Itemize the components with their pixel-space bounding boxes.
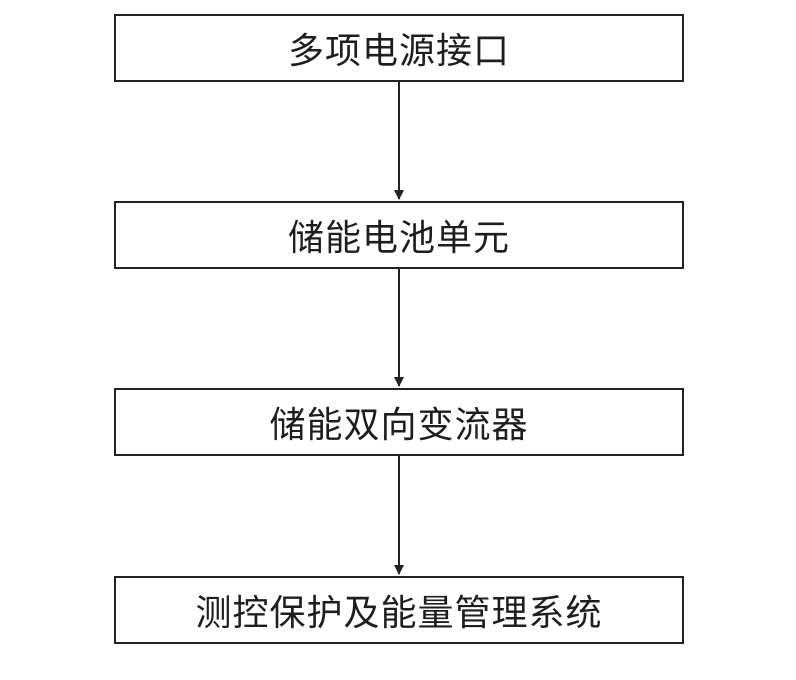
flow-node-label: 储能双向变流器 — [269, 405, 529, 446]
flow-node-label: 测控保护及能量管理系统 — [195, 593, 603, 634]
flow-node-label: 储能电池单元 — [287, 218, 510, 259]
flow-node-power-interface: 多项电源接口 — [114, 14, 684, 82]
flow-node-label: 多项电源接口 — [287, 31, 510, 72]
flow-node-bidirectional-converter: 储能双向变流器 — [114, 388, 684, 456]
flow-node-management-system: 测控保护及能量管理系统 — [114, 576, 684, 644]
flow-node-battery-unit: 储能电池单元 — [114, 201, 684, 269]
